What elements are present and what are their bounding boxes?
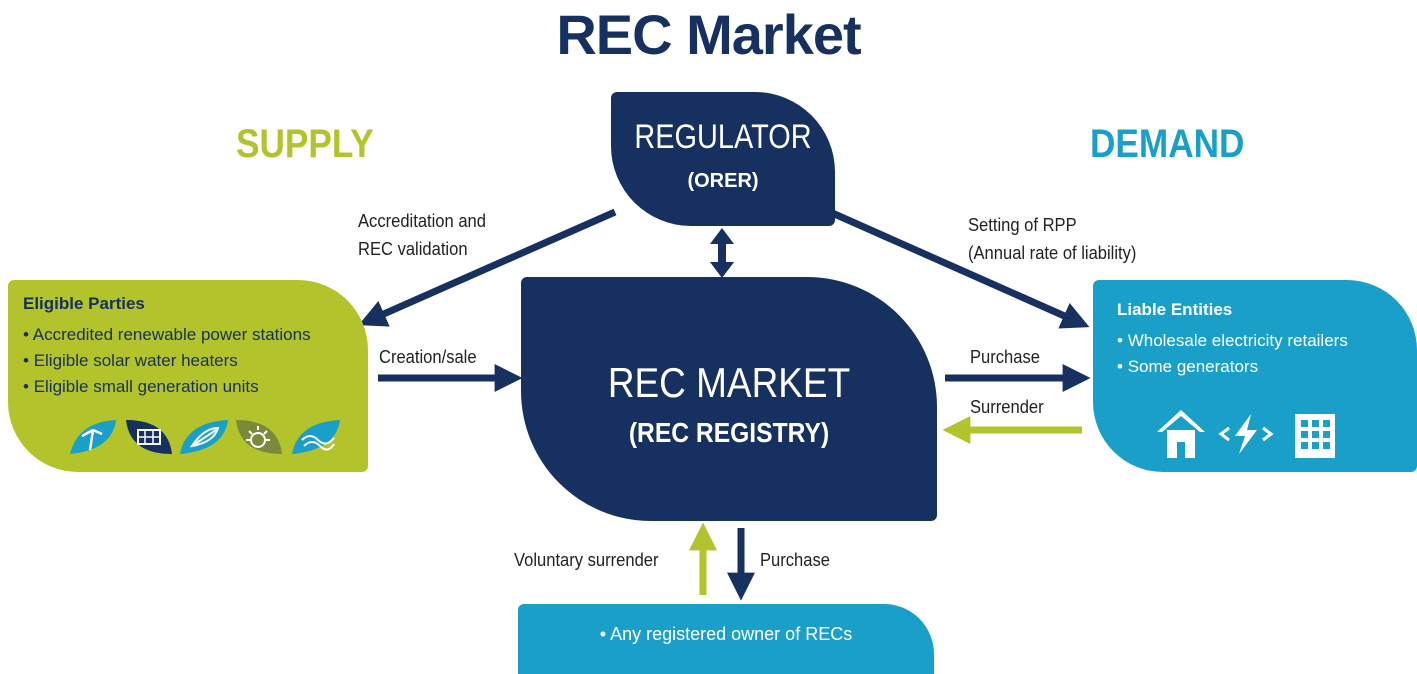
wind-turbine-icon bbox=[70, 420, 116, 454]
house-icon bbox=[1157, 410, 1205, 458]
diagram-title: REC Market bbox=[556, 3, 861, 66]
eligible-parties-box: Eligible Parties Accredited renewable po… bbox=[8, 280, 368, 472]
rec-market-box: REC MARKET (REC REGISTRY) bbox=[521, 277, 937, 521]
supply-heading: SUPPLY bbox=[236, 122, 374, 166]
regulator-title: REGULATOR bbox=[634, 118, 812, 156]
list-item: Eligible small generation units bbox=[23, 374, 311, 400]
water-wave-icon bbox=[292, 420, 340, 454]
accreditation-label-line1: Accreditation and bbox=[358, 211, 486, 231]
list-item: Wholesale electricity retailers bbox=[1117, 328, 1348, 354]
sun-icon bbox=[236, 420, 282, 454]
purchase-bottom-label: Purchase bbox=[760, 550, 830, 570]
rpp-label-line2: (Annual rate of liability) bbox=[968, 243, 1137, 263]
list-item: Eligible solar water heaters bbox=[23, 348, 311, 374]
rpp-arrow bbox=[828, 208, 1090, 329]
demand-heading: DEMAND bbox=[1090, 122, 1245, 166]
office-building-icon bbox=[1295, 414, 1335, 458]
list-item: Accredited renewable power stations bbox=[23, 322, 311, 348]
renewable-icons-row bbox=[70, 420, 340, 454]
regulator-box: REGULATOR (ORER) bbox=[611, 92, 835, 226]
registered-owner-text: Any registered owner of RECs bbox=[518, 624, 934, 645]
accreditation-arrow bbox=[358, 208, 617, 327]
market-title: REC MARKET bbox=[607, 359, 851, 406]
liable-entities-heading: Liable Entities bbox=[1117, 300, 1233, 319]
regulator-subtitle: (ORER) bbox=[687, 170, 759, 192]
eligible-parties-heading: Eligible Parties bbox=[23, 294, 145, 313]
accreditation-label-line2: REC validation bbox=[358, 239, 468, 259]
market-subtitle: (REC REGISTRY) bbox=[628, 417, 830, 448]
regulator-market-double-arrow bbox=[710, 228, 734, 278]
purchase-label: Purchase bbox=[970, 347, 1040, 367]
liable-entities-list: Wholesale electricity retailers Some gen… bbox=[1117, 328, 1348, 380]
creation-sale-label: Creation/sale bbox=[379, 347, 477, 367]
lightning-bolt-icon bbox=[1218, 414, 1274, 454]
rpp-label-line1: Setting of RPP bbox=[968, 215, 1077, 235]
entity-icons-row bbox=[1157, 410, 1335, 458]
voluntary-surrender-label: Voluntary surrender bbox=[514, 550, 659, 570]
leaf-icon bbox=[180, 420, 228, 454]
registered-owner-box: Any registered owner of RECs bbox=[518, 604, 934, 674]
liable-entities-box: Liable Entities Wholesale electricity re… bbox=[1093, 280, 1417, 472]
solar-panel-icon bbox=[126, 420, 172, 454]
list-item: Some generators bbox=[1117, 354, 1348, 380]
eligible-parties-list: Accredited renewable power stations Elig… bbox=[23, 322, 311, 400]
flow-arrows bbox=[358, 208, 1091, 601]
surrender-label: Surrender bbox=[970, 397, 1044, 417]
